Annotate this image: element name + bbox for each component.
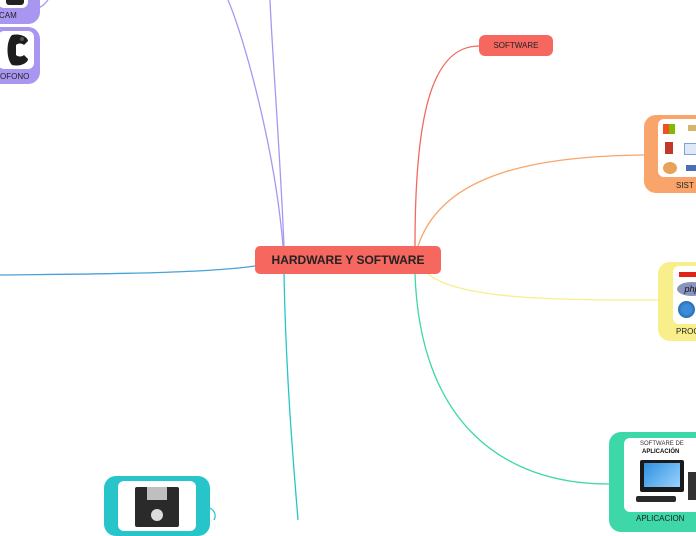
sistemas-image	[658, 119, 696, 177]
os-box-icon	[665, 142, 673, 154]
windows-logo-icon	[663, 124, 675, 134]
floppy-disk-icon	[135, 487, 179, 527]
sistemas-label: SIST	[676, 181, 694, 190]
telefono-image	[0, 31, 34, 69]
link-software	[414, 45, 480, 247]
link-telefono	[39, 0, 49, 9]
link-camara	[227, 0, 284, 247]
app-icons-screen	[644, 463, 680, 487]
oracle-logo-icon	[679, 272, 696, 277]
camara-label: CAM	[0, 11, 17, 20]
os-banner-icon	[686, 165, 696, 171]
tower-icon	[688, 472, 696, 500]
keyboard-icon	[636, 496, 676, 502]
link-purple-2	[269, 0, 285, 247]
connector-lines	[0, 0, 659, 520]
camara-image	[0, 0, 28, 8]
windows-orb-icon	[678, 301, 695, 318]
telefono-label: OFONO	[0, 72, 30, 81]
sistemas-card[interactable]: SIST	[644, 115, 696, 193]
camara-card[interactable]: CAM	[0, 0, 40, 24]
webcam-icon	[6, 0, 24, 5]
link-disk	[283, 273, 299, 520]
programas-label: PROG	[676, 327, 696, 336]
software-topic-label: SOFTWARE	[493, 41, 539, 50]
php-logo-text: php	[684, 284, 696, 294]
link-aplicacion	[414, 273, 610, 485]
monitor-icon	[640, 460, 684, 492]
aplicacion-inner-title-2: APLICACIÓN	[642, 449, 680, 455]
os-text-logo-icon	[684, 143, 696, 155]
central-topic[interactable]: HARDWARE Y SOFTWARE	[255, 246, 441, 274]
link-left-blue	[0, 265, 256, 276]
disco-card[interactable]	[104, 476, 210, 536]
aplicacion-card[interactable]: SOFTWARE DE APLICACIÓN APLICACION	[609, 432, 696, 532]
software-topic[interactable]: SOFTWARE	[479, 35, 553, 56]
mascot-icon	[663, 162, 677, 174]
aplicacion-label: APLICACION	[636, 514, 685, 523]
link-programas	[427, 273, 659, 301]
telefono-card[interactable]: OFONO	[0, 27, 40, 84]
programas-card[interactable]: php PROG	[658, 262, 696, 341]
programas-image: php	[673, 266, 696, 324]
aplicacion-image: SOFTWARE DE APLICACIÓN	[624, 438, 696, 512]
link-sistemas	[417, 154, 645, 247]
link-disk-side	[209, 507, 216, 520]
php-logo-icon: php	[677, 282, 696, 296]
central-topic-label: HARDWARE Y SOFTWARE	[271, 253, 425, 267]
os-logo-icon	[688, 125, 696, 131]
disco-image	[118, 481, 196, 531]
phone-icon	[7, 34, 28, 66]
aplicacion-inner-title-1: SOFTWARE DE	[640, 441, 684, 447]
